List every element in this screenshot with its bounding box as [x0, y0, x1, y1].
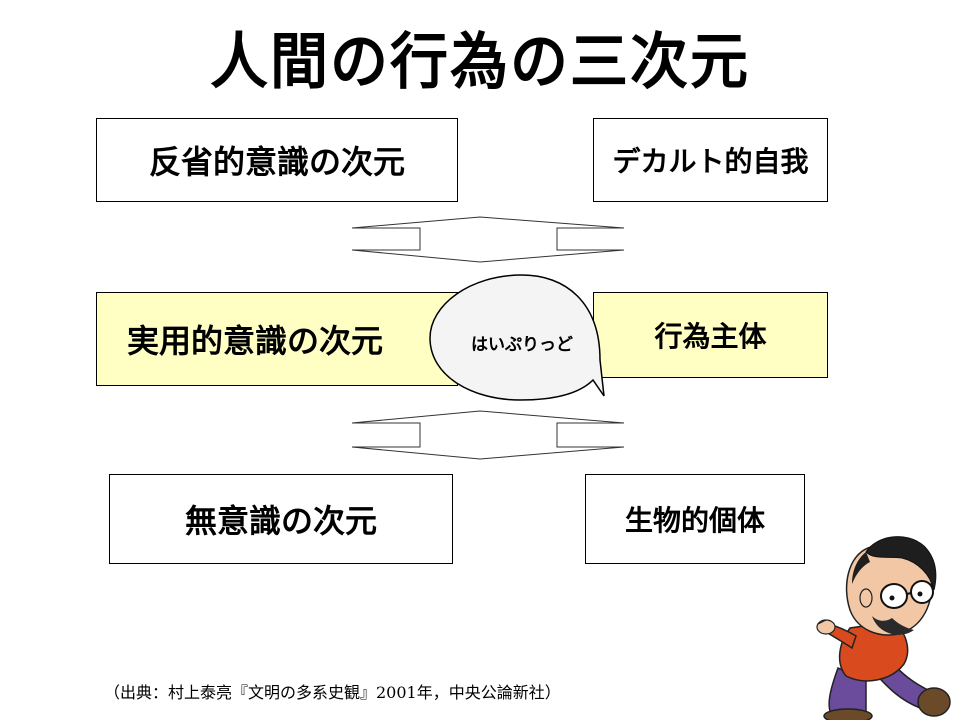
box-action-agent: 行為主体 [593, 292, 828, 378]
cartoon-man-illustration [816, 536, 951, 720]
box-practical-consciousness: 実用的意識の次元 [96, 292, 458, 386]
page-title: 人間の行為の三次元 [209, 25, 750, 97]
double-arrow-upper [351, 216, 625, 263]
double-arrow-lower [351, 410, 625, 460]
speech-bubble-text: はいぷりっど [471, 335, 573, 355]
citation: （出典：村上泰亮『文明の多系史観』2001年，中央公論新社） [104, 683, 561, 702]
speech-bubble [429, 274, 605, 401]
box-reflective-consciousness: 反省的意識の次元 [96, 118, 458, 202]
box-biological-individual: 生物的個体 [585, 474, 805, 564]
box-cartesian-ego: デカルト的自我 [593, 118, 828, 202]
box-unconscious: 無意識の次元 [109, 474, 453, 564]
